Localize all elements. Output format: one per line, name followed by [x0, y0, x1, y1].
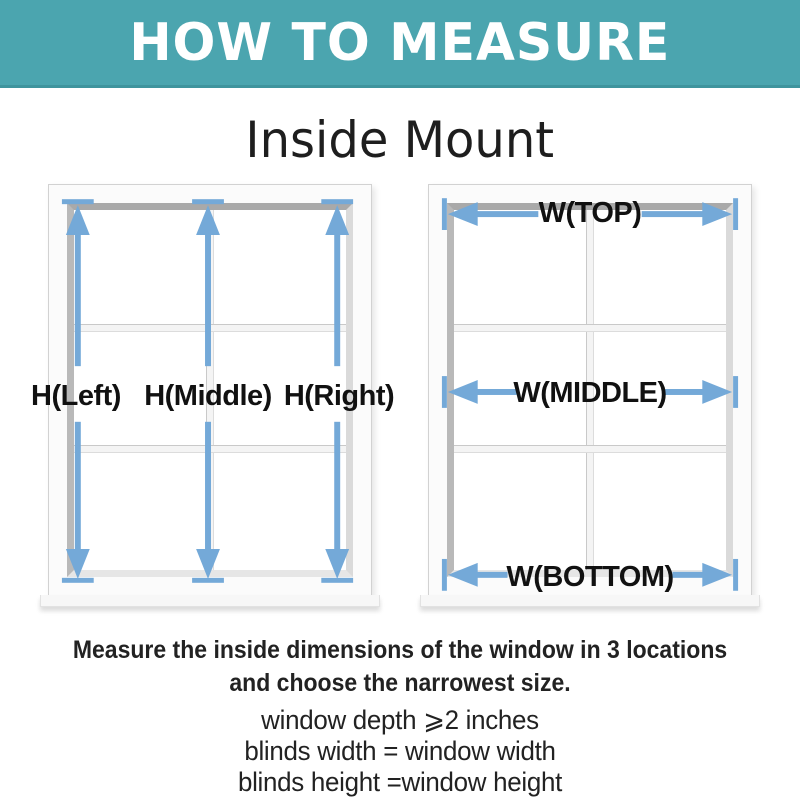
arrowhead-right-icon: [702, 380, 733, 404]
measure-instruction-line2: and choose the narrowest size.: [229, 669, 571, 697]
arrowhead-down-icon: [196, 549, 220, 579]
arrow-shaft: [471, 389, 517, 395]
window-mullion-horizontal: [454, 445, 726, 453]
page-title: HOW TO MEASURE: [129, 12, 671, 73]
arrow-shaft: [205, 229, 211, 367]
arrow-end-cap: [192, 199, 224, 205]
arrowhead-left-icon: [447, 562, 478, 587]
arrow-shaft: [74, 229, 81, 367]
header-banner: HOW TO MEASURE: [0, 0, 800, 88]
window-mullion-vertical: [206, 210, 214, 570]
arrow-end-cap: [441, 558, 447, 591]
vertical-measure-arrow-right: [321, 199, 354, 583]
arrow-end-cap: [733, 558, 739, 591]
arrowhead-right-icon: [702, 562, 733, 587]
arrow-shaft: [663, 389, 709, 395]
arrow-shaft: [334, 421, 341, 551]
arrow-end-cap: [321, 199, 354, 205]
arrowhead-down-icon: [65, 549, 90, 579]
height-measure-arrows: [61, 199, 354, 583]
arrow-shaft: [471, 571, 508, 578]
arrow-end-cap: [321, 577, 354, 583]
window-sill: [40, 595, 380, 607]
height-right-label: H(Right): [283, 380, 395, 412]
measure-instruction: Measure the inside dimensions of the win…: [32, 634, 768, 700]
arrowhead-up-icon: [325, 205, 350, 235]
horizontal-measure-arrow-top: [441, 198, 739, 230]
width-window-diagram: W(TOP) W(MIDDLE) W(BOTTOM): [420, 184, 760, 607]
arrow-end-cap: [192, 577, 224, 583]
window-sill: [420, 595, 760, 607]
width-measure-arrows: [441, 198, 739, 591]
arrow-end-cap: [733, 198, 739, 230]
blinds-width-note: blinds width = window width: [244, 736, 556, 766]
width-top-label: W(TOP): [538, 197, 642, 229]
arrow-shaft: [471, 211, 539, 218]
arrow-shaft: [74, 421, 81, 551]
width-bottom-label: W(BOTTOM): [506, 561, 674, 593]
arrow-end-cap: [441, 376, 447, 408]
arrow-end-cap: [441, 198, 447, 230]
height-window-diagram: H(Left) H(Middle) H(Right): [31, 184, 395, 607]
vertical-measure-arrow-left: [61, 199, 94, 583]
arrowhead-right-icon: [702, 202, 733, 227]
mount-type-title: Inside Mount: [245, 111, 555, 169]
arrowhead-down-icon: [325, 549, 350, 579]
size-notes: window depth ⩾2 inches blinds width = wi…: [16, 705, 784, 798]
width-middle-label: W(MIDDLE): [513, 377, 667, 409]
arrowhead-left-icon: [447, 202, 478, 227]
window-mullion-horizontal: [454, 324, 726, 332]
arrow-shaft: [334, 229, 341, 367]
arrow-shaft: [672, 571, 709, 578]
mount-type-heading: Inside Mount: [0, 100, 800, 180]
blinds-height-note: blinds height =window height: [237, 767, 563, 797]
height-left-label: H(Left): [31, 380, 121, 412]
horizontal-measure-arrow-middle: [441, 376, 739, 408]
window-mullion-vertical: [586, 210, 594, 570]
arrowhead-up-icon: [196, 205, 220, 235]
arrow-shaft: [205, 421, 211, 551]
window-depth-note: window depth ⩾2 inches: [261, 705, 539, 735]
arrow-end-cap: [61, 199, 94, 205]
arrow-end-cap: [61, 577, 94, 583]
height-middle-label: H(Middle): [144, 380, 272, 412]
measure-instruction-line1: Measure the inside dimensions of the win…: [72, 636, 728, 664]
arrow-end-cap: [733, 376, 739, 408]
arrow-shaft: [641, 211, 709, 218]
vertical-measure-arrow-middle: [192, 199, 224, 583]
arrowhead-up-icon: [65, 205, 90, 235]
horizontal-measure-arrow-bottom: [441, 558, 739, 591]
arrowhead-left-icon: [447, 380, 478, 404]
